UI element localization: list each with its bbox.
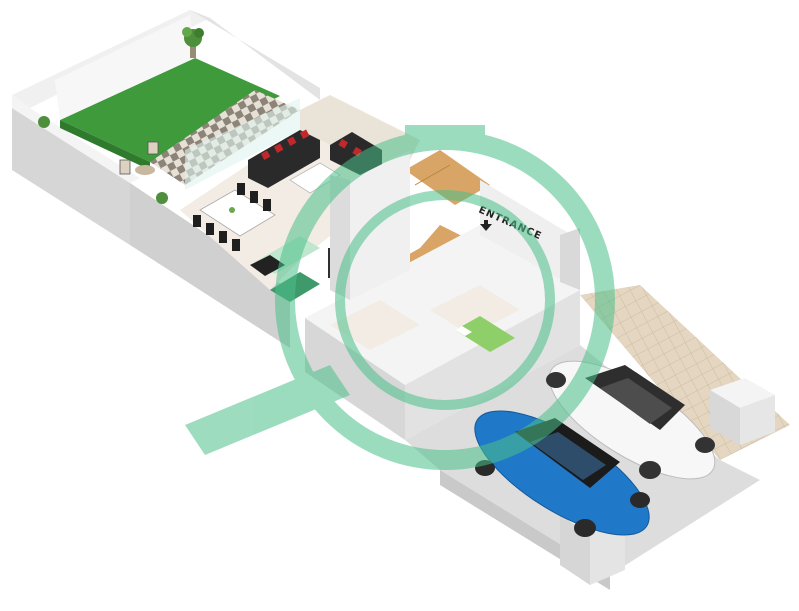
patio-furniture bbox=[119, 141, 159, 175]
sofa-icon bbox=[248, 129, 320, 188]
entrance-arrow-icon bbox=[480, 220, 492, 231]
garden-area bbox=[55, 15, 300, 190]
service-block bbox=[305, 150, 580, 440]
plant-icon bbox=[182, 27, 204, 58]
bed-icon bbox=[455, 316, 515, 352]
dining-table-icon bbox=[193, 183, 276, 251]
car-icon bbox=[546, 360, 716, 480]
search-watermark-icon bbox=[185, 125, 615, 470]
lawn bbox=[60, 58, 280, 162]
